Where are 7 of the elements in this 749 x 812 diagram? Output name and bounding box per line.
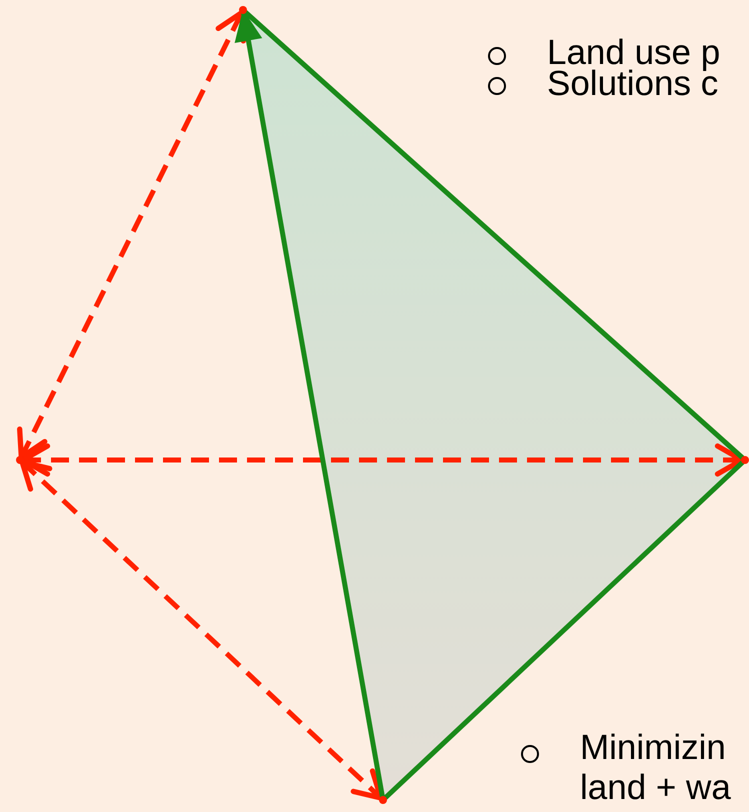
bullet-text: Minimizin land + wa [580, 728, 732, 805]
connector-line [244, 10, 744, 460]
connector-line [383, 460, 745, 800]
arrow [17, 10, 246, 460]
vertex-point [239, 6, 247, 14]
vertex-point [741, 456, 749, 464]
vertex-point [379, 796, 387, 804]
